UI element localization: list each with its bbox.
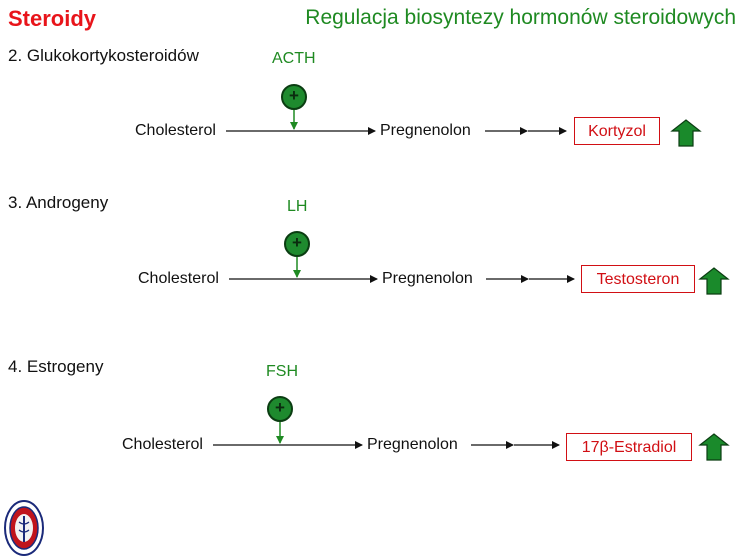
university-seal-icon xyxy=(4,500,44,556)
stimulation-circle xyxy=(281,84,307,110)
stimulation-circle xyxy=(284,231,310,257)
up-arrow-icon xyxy=(698,267,730,295)
up-arrow-icon xyxy=(670,119,702,147)
product-box: Kortyzol xyxy=(574,117,660,145)
pathway-3-arrows xyxy=(213,396,730,461)
stimulation-circle xyxy=(267,396,293,422)
node-source: Cholesterol xyxy=(138,270,219,287)
section-label-glucocorticoids: 2. Glukokortykosteroidów xyxy=(8,46,199,65)
plus-sign: + xyxy=(275,398,285,417)
section-label-androgens: 3. Androgeny xyxy=(8,193,109,212)
pathway-2-arrows xyxy=(229,231,730,295)
hormone-label: ACTH xyxy=(272,50,316,67)
section-label-estrogens: 4. Estrogeny xyxy=(8,357,104,376)
product-box: 17β-Estradiol xyxy=(566,433,692,461)
node-intermediate: Pregnenolon xyxy=(382,270,473,287)
plus-sign: + xyxy=(292,233,302,252)
plus-sign: + xyxy=(289,86,299,105)
slide-subtitle: Regulacja biosyntezy hormonów steroidowy… xyxy=(305,6,736,29)
hormone-label: LH xyxy=(287,198,308,215)
hormone-label: FSH xyxy=(266,363,298,380)
page-title: Steroidy xyxy=(8,6,97,31)
node-source: Cholesterol xyxy=(122,436,203,453)
node-intermediate: Pregnenolon xyxy=(380,122,471,139)
product-box: Testosteron xyxy=(581,265,695,293)
node-intermediate: Pregnenolon xyxy=(367,436,458,453)
node-source: Cholesterol xyxy=(135,122,216,139)
up-arrow-icon xyxy=(698,433,730,461)
pathway-1-arrows xyxy=(226,84,702,147)
